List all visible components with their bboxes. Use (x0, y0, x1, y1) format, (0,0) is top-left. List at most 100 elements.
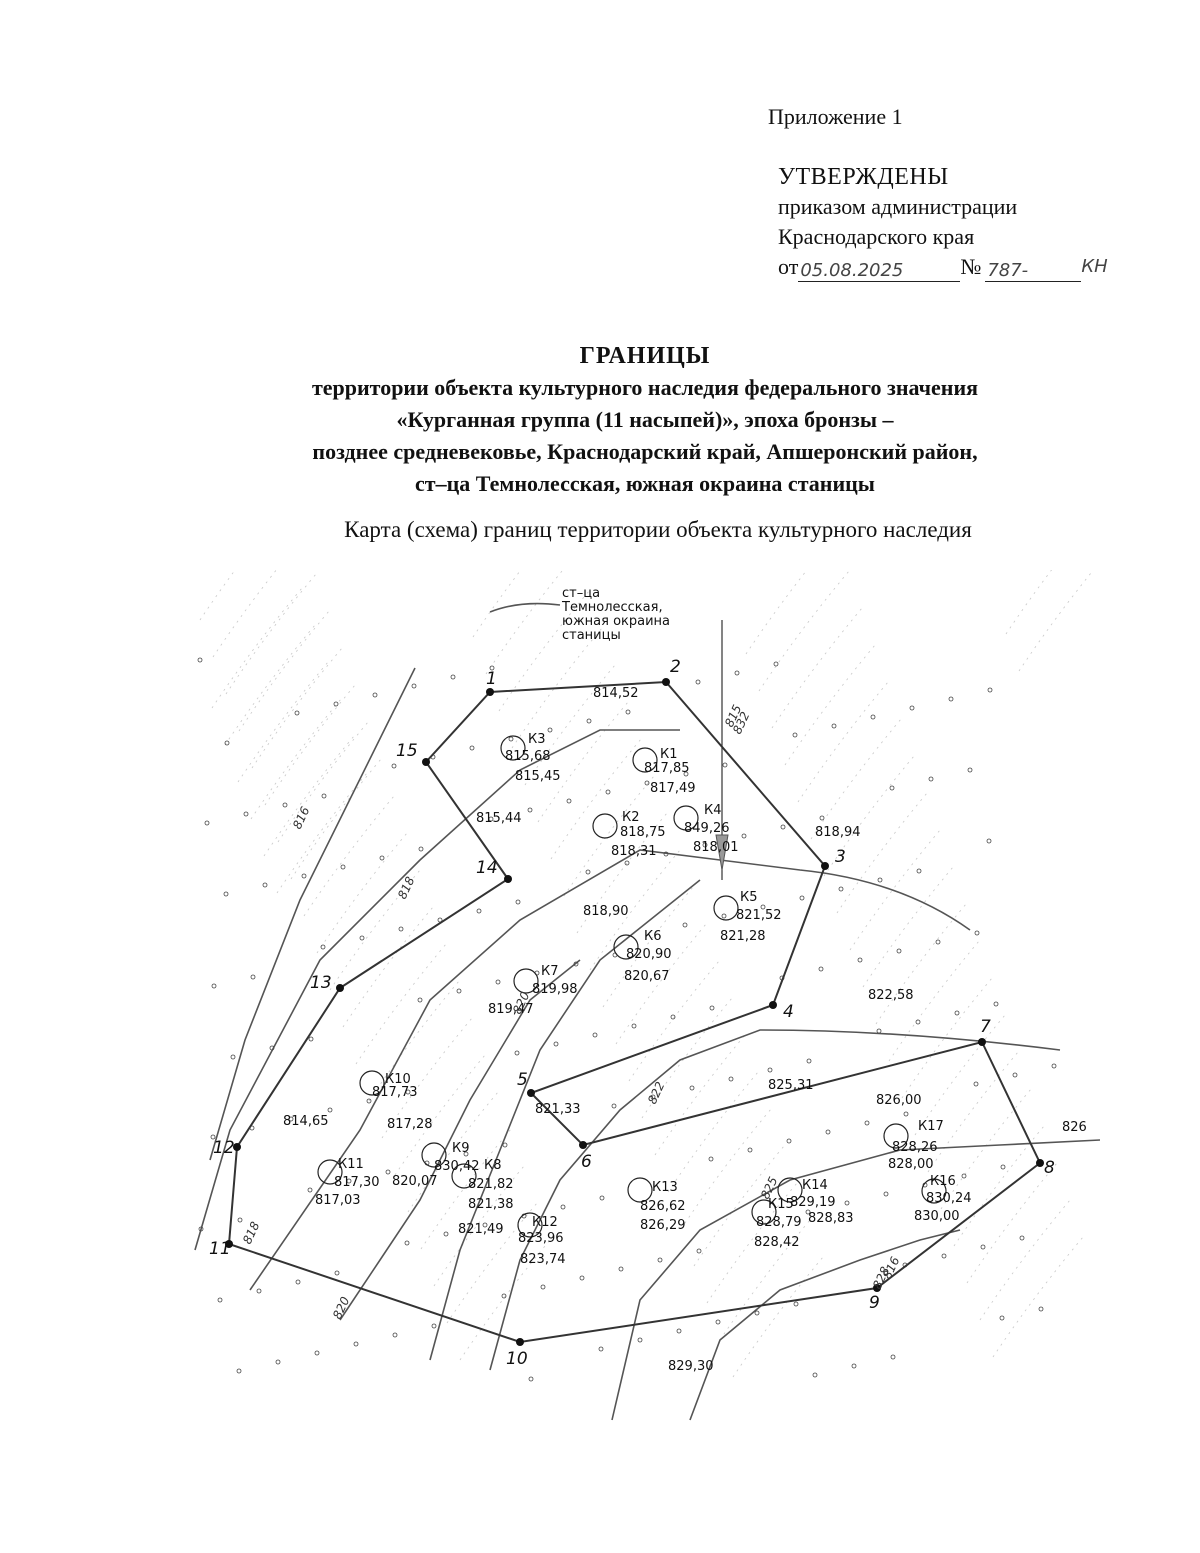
slope-hatch-line (342, 906, 434, 1028)
mound-label: К11 (338, 1157, 364, 1172)
elevation-mark: 820,90 (626, 947, 672, 962)
mound-circle (317, 1159, 343, 1185)
document-title: ГРАНИЦЫ территории объекта культурного н… (0, 340, 1200, 500)
mound-circle (517, 1212, 543, 1238)
elevation-mark: 828,42 (754, 1235, 800, 1250)
survey-dot (224, 740, 230, 746)
mound-label: К16 (930, 1174, 956, 1189)
survey-dot (696, 1248, 702, 1254)
survey-dot (987, 687, 993, 693)
mound-label: К12 (532, 1215, 558, 1230)
settlement-label-line: станицы (562, 628, 621, 643)
boundary-point-number: 11 (209, 1239, 231, 1259)
slope-hatch-line (199, 570, 236, 621)
survey-dot (236, 1368, 242, 1374)
elevation-mark: 818,90 (583, 904, 629, 919)
boundary-point-number: 3 (835, 847, 846, 867)
elevation-mark: 826 (1062, 1120, 1087, 1135)
elevation-mark: 821,33 (535, 1102, 581, 1117)
mound-circle (673, 805, 699, 831)
survey-dot (456, 988, 462, 994)
survey-dot (844, 1200, 850, 1206)
survey-dot (986, 838, 992, 844)
slope-hatch-line (225, 573, 317, 695)
title-line-4: позднее средневековье, Краснодарский кра… (312, 439, 978, 464)
elevation-mark: 819,47 (488, 1002, 534, 1017)
contour-value-label: 816 (880, 1254, 903, 1281)
elevation-mark: 828,83 (808, 1211, 854, 1226)
survey-dot (366, 1098, 372, 1104)
elevation-mark: 826,29 (640, 1218, 686, 1233)
survey-dot (573, 961, 579, 967)
elevation-mark: 821,82 (468, 1177, 514, 1192)
survey-dot (760, 904, 766, 910)
survey-dot (993, 1001, 999, 1007)
slope-hatch-line (237, 661, 329, 783)
mound-label: К17 (918, 1119, 944, 1134)
survey-dot (514, 1050, 520, 1056)
survey-dot (405, 1089, 411, 1095)
slope-hatch-line (745, 570, 808, 655)
survey-dot (676, 1328, 682, 1334)
mound-label: К13 (652, 1180, 678, 1195)
boundary-point (527, 1089, 535, 1097)
boundary-point (233, 1143, 241, 1151)
boundary-point (769, 1001, 777, 1009)
survey-dot (508, 736, 514, 742)
survey-dot (417, 997, 423, 1003)
elevation-mark: 828,26 (892, 1140, 938, 1155)
contour-line (249, 849, 971, 1291)
survey-dot (980, 1244, 986, 1250)
mound-label: К3 (528, 732, 546, 747)
slope-hatch-line (771, 607, 863, 729)
survey-dot (450, 674, 456, 680)
handwritten-date: 05.08.2025 (798, 261, 961, 282)
survey-dot (585, 869, 591, 875)
survey-dot (392, 1332, 398, 1338)
elevation-mark: 821,38 (468, 1197, 514, 1212)
elevation-mark: 826,62 (640, 1199, 686, 1214)
survey-dot (722, 762, 728, 768)
slope-hatch-line (211, 587, 303, 709)
survey-dot (295, 1279, 301, 1285)
elevation-mark: 814,52 (593, 686, 639, 701)
boundary-point (516, 1338, 524, 1346)
survey-dot (1051, 1063, 1057, 1069)
mound-circle (359, 1070, 385, 1096)
mound-label: К8 (484, 1158, 502, 1173)
mound-circle (751, 1199, 777, 1225)
mound-circle (421, 1142, 447, 1168)
slope-hatch-line (264, 684, 356, 806)
slope-hatch-line (303, 795, 395, 917)
survey-dot (334, 1270, 340, 1276)
survey-dot (974, 930, 980, 936)
slope-hatch-line (238, 610, 330, 732)
survey-dot (592, 1032, 598, 1038)
elevation-mark: 818,01 (693, 840, 739, 855)
survey-dot (792, 732, 798, 738)
survey-dot (321, 793, 327, 799)
slope-hatch-line (251, 647, 343, 769)
boundary-point (1036, 1159, 1044, 1167)
slope-hatch-line (316, 832, 408, 954)
elevation-mark: 817,49 (650, 781, 696, 796)
elevation-mark: 849,26 (684, 821, 730, 836)
slope-hatch-line (758, 570, 850, 692)
survey-dot (838, 886, 844, 892)
survey-dot (644, 780, 650, 786)
mound-circle (883, 1123, 909, 1149)
survey-dot (734, 670, 740, 676)
elevation-mark: 822,58 (868, 988, 914, 1003)
survey-dot (721, 913, 727, 919)
order-date-number: от 05.08.2025 № 787- КН (778, 252, 1108, 282)
mound-circle (632, 747, 658, 773)
survey-dot (999, 1315, 1005, 1321)
contour-value-label: 816 (290, 804, 313, 831)
map-subtitle: Карта (схема) границ территории объекта … (344, 517, 972, 542)
survey-dot (747, 1147, 753, 1153)
elevation-mark: 830,00 (914, 1209, 960, 1224)
survey-dot (553, 1041, 559, 1047)
mound-label: К9 (452, 1141, 470, 1156)
